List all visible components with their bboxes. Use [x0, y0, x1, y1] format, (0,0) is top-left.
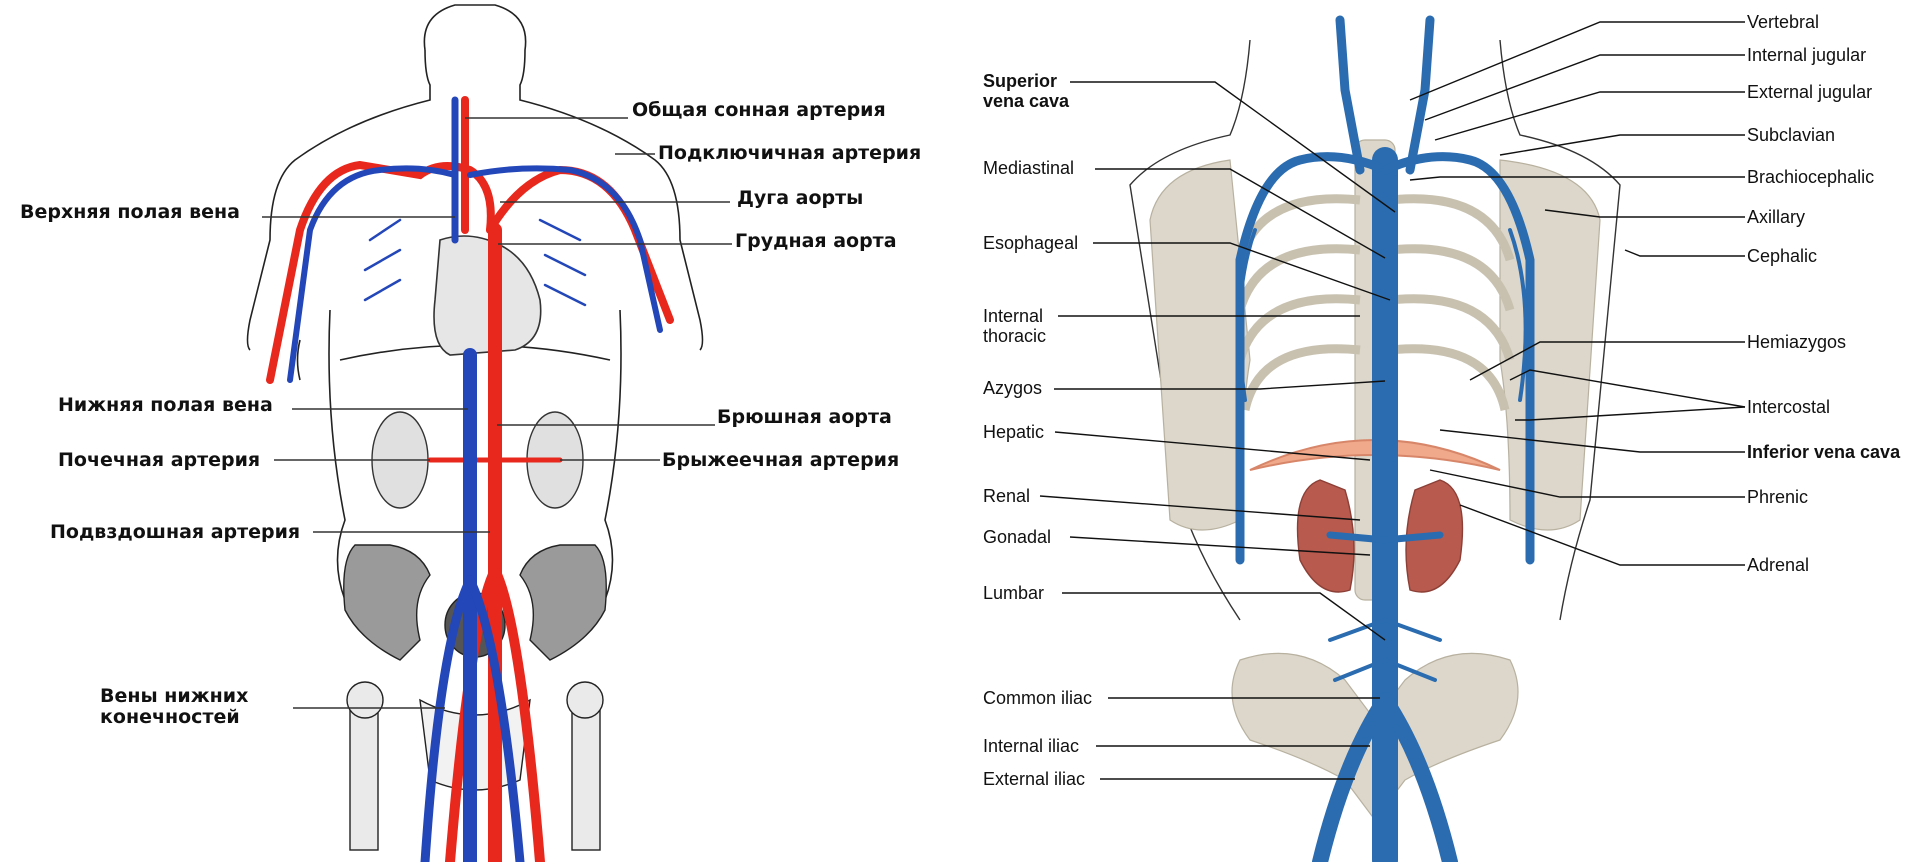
label-thoracic-aorta: Грудная аорта [735, 230, 897, 252]
label-common-carotid-artery: Общая сонная артерия [632, 99, 886, 121]
label-superior-vena-cava-line2: vena cava [983, 91, 1070, 112]
label-hemiazygos: Hemiazygos [1747, 332, 1847, 352]
label-lower-limb-veins-line1: Вены нижних [100, 685, 249, 707]
label-lower-limb-veins-line2: конечностей [100, 706, 240, 729]
label-superior-vena-cava-ru: Верхняя полая вена [20, 201, 240, 223]
left-leader-lines [262, 117, 732, 709]
label-subclavian: Subclavian [1747, 125, 1836, 145]
label-abdominal-aorta: Брюшная аорта [717, 406, 892, 428]
label-lumbar: Lumbar [983, 583, 1045, 603]
label-phrenic: Phrenic [1747, 487, 1809, 507]
label-iliac-artery: Подвздошная артерия [50, 521, 301, 543]
label-internal-thoracic-line1: Internal [983, 306, 1044, 326]
label-intercostal: Intercostal [1747, 397, 1831, 417]
label-renal: Renal [983, 486, 1031, 506]
label-common-iliac: Common iliac [983, 688, 1093, 708]
label-subclavian-artery: Подключичная артерия [658, 142, 922, 164]
label-hepatic: Hepatic [983, 422, 1045, 442]
systemic-veins [1235, 15, 1535, 862]
label-esophageal: Esophageal [983, 233, 1079, 253]
label-azygos: Azygos [983, 378, 1043, 398]
label-external-iliac: External iliac [983, 769, 1086, 789]
label-superior-vena-cava-line1: Superior [983, 71, 1058, 91]
label-lower-limb-veins: Вены нижних конечностей [100, 685, 249, 729]
label-adrenal: Adrenal [1747, 555, 1810, 575]
label-mediastinal: Mediastinal [983, 158, 1075, 178]
label-cephalic: Cephalic [1747, 246, 1818, 266]
veins [287, 96, 663, 862]
left-circulation-illustration [246, 4, 732, 862]
label-inferior-vena-cava: Inferior vena cava [1747, 442, 1901, 462]
label-gonadal: Gonadal [983, 527, 1052, 547]
label-aortic-arch: Дуга аорты [737, 187, 864, 209]
label-vertebral: Vertebral [1747, 12, 1820, 32]
label-external-jugular: External jugular [1747, 82, 1873, 102]
torso-outline [1129, 39, 1621, 621]
label-renal-artery: Почечная артерия [58, 449, 261, 471]
label-internal-thoracic: Internal thoracic [983, 306, 1046, 346]
label-internal-thoracic-line2: thoracic [983, 326, 1047, 347]
right-leader-lines [1039, 21, 1746, 780]
label-superior-vena-cava: Superior vena cava [983, 71, 1069, 111]
label-inferior-vena-cava-ru: Нижняя полая вена [58, 394, 273, 416]
label-mesenteric-artery: Брыжеечная артерия [662, 449, 900, 471]
label-internal-iliac: Internal iliac [983, 736, 1080, 756]
left-kidney [1296, 479, 1355, 593]
label-internal-jugular: Internal jugular [1747, 45, 1867, 65]
label-brachiocephalic: Brachiocephalic [1747, 167, 1875, 187]
label-axillary: Axillary [1747, 207, 1806, 227]
